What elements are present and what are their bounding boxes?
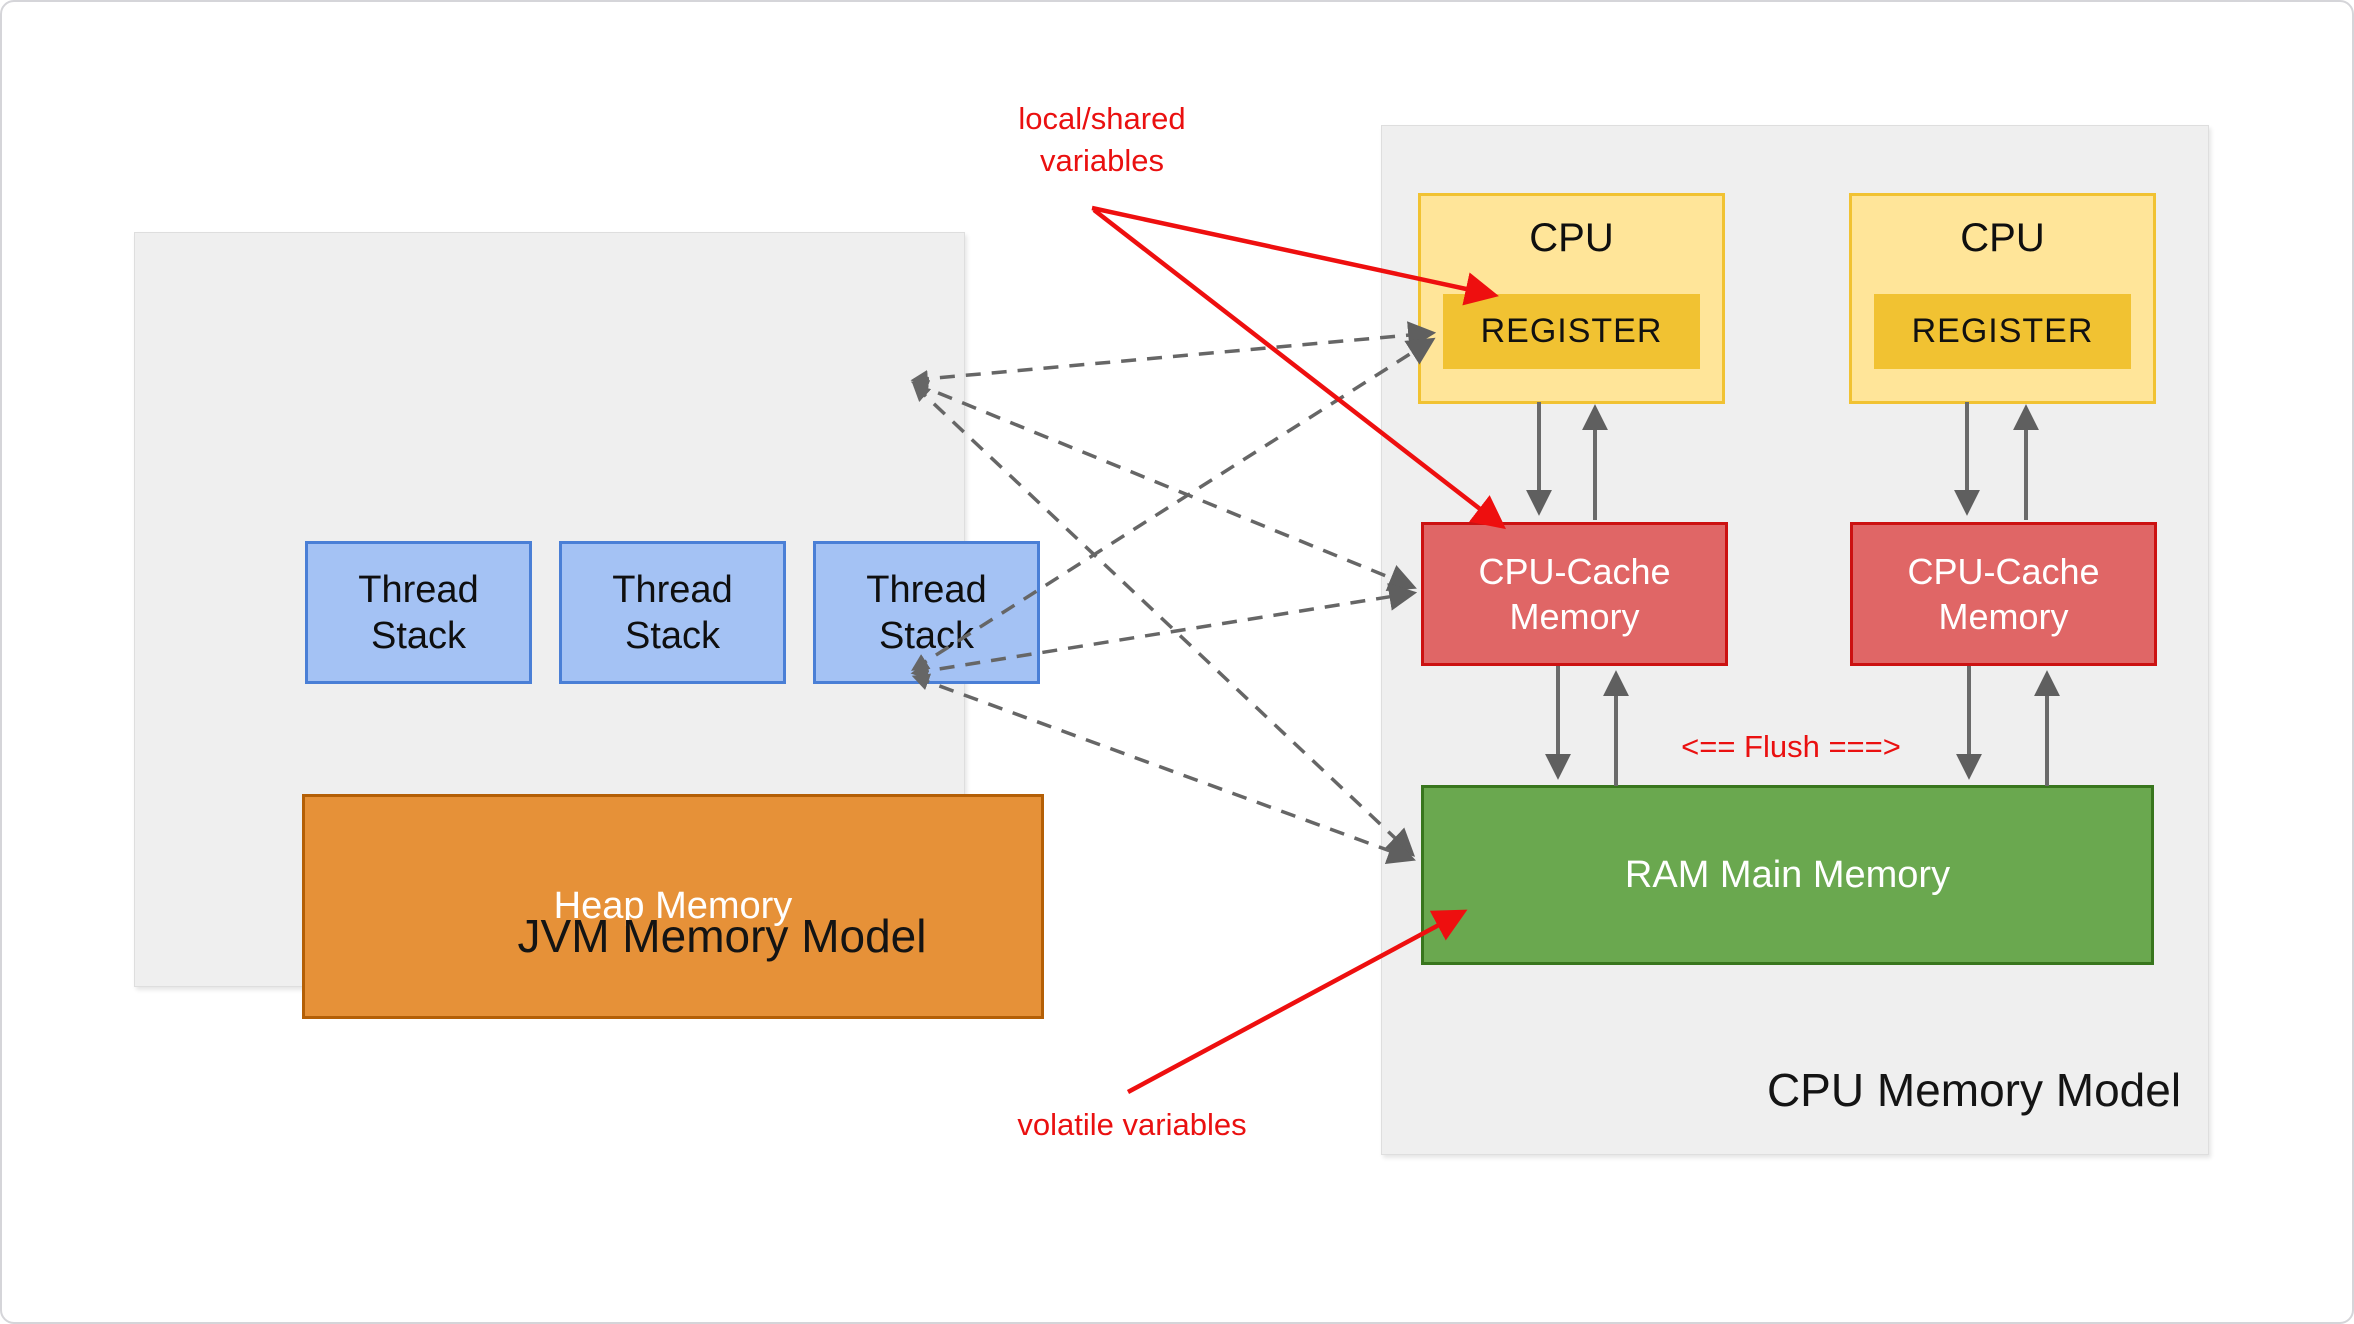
jvm-memory-model-panel: Thread Stack Thread Stack Thread Stack H…: [134, 232, 1044, 1019]
annotation-volatile-variables: volatile variables: [1017, 1107, 1247, 1142]
cpu-box-1: CPU REGISTER: [1418, 193, 1725, 404]
cpu-cache-box-2: CPU-Cache Memory: [1850, 522, 2157, 666]
thread-stack-label: Thread Stack: [866, 568, 987, 657]
dashed-connector-ts-register: [910, 321, 1437, 388]
flush-label: <== Flush ===>: [1681, 729, 1901, 764]
heap-memory-box: Heap Memory: [302, 794, 1044, 1019]
cpu-cache-box-1: CPU-Cache Memory: [1421, 522, 1728, 666]
heap-memory-label: Heap Memory: [553, 885, 793, 927]
thread-stack-label: Thread Stack: [612, 568, 733, 657]
register-box-1: REGISTER: [1443, 294, 1700, 369]
thread-stack-box-3: Thread Stack: [813, 541, 1040, 684]
cpu-panel-title: CPU Memory Model: [1766, 1064, 2182, 1116]
ram-main-memory-box: RAM Main Memory: [1421, 785, 2154, 965]
cpu-cache-label: CPU-Cache Memory: [1907, 551, 2100, 637]
cpu-cache-label: CPU-Cache Memory: [1478, 551, 1671, 637]
thread-stack-box-2: Thread Stack: [559, 541, 786, 684]
cpu-box-2: CPU REGISTER: [1849, 193, 2156, 404]
annotation-local-shared-variables: local/shared variables: [1018, 101, 1186, 178]
thread-stack-box-1: Thread Stack: [305, 541, 532, 684]
thread-stack-label: Thread Stack: [358, 568, 479, 657]
jvm-panel-title: JVM Memory Model: [517, 910, 927, 962]
register-box-2: REGISTER: [1874, 294, 2131, 369]
cpu-label: CPU: [1960, 216, 2045, 260]
cpu-label: CPU: [1529, 216, 1614, 260]
ram-main-memory-label: RAM Main Memory: [1624, 853, 1951, 896]
